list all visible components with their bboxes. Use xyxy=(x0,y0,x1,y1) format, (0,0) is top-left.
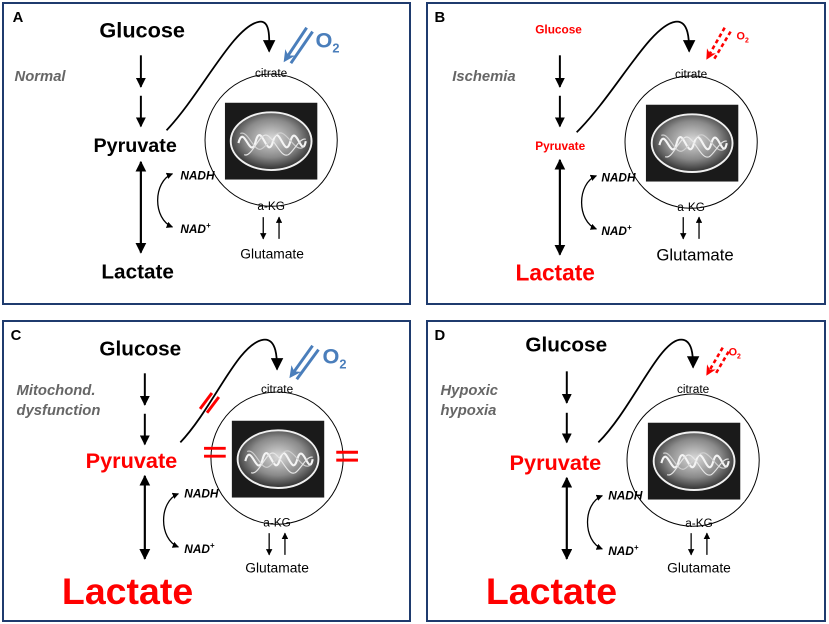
pyruvate-label: Pyruvate xyxy=(535,139,585,153)
block-symbol-transport-2 xyxy=(205,396,221,414)
panel-letter: D xyxy=(435,328,446,344)
tca-cycle-circle xyxy=(626,393,760,527)
o2-text: O xyxy=(322,343,339,368)
pyruvate-citrate-arrow xyxy=(165,20,276,131)
panel-c-diagram: C Mitochond. dysfunction Glucose Pyruvat… xyxy=(11,328,358,612)
block-symbol-transport xyxy=(198,392,214,410)
panel-d-diagram: D Hypoxic hypoxia Glucose Pyruvate Lacta… xyxy=(435,328,760,612)
o2-arrow-line-1 xyxy=(713,350,730,376)
citrate-label: citrate xyxy=(675,67,708,81)
lactate-label: Lactate xyxy=(101,260,174,283)
panel-b: B Ischemia Glucose Pyruvate Lactate NADH… xyxy=(426,2,826,305)
nadh-cycle-arrow xyxy=(581,174,597,230)
o2-label: O2 xyxy=(316,27,340,55)
mitochondrion-image xyxy=(223,102,319,180)
o2-subscript: 2 xyxy=(339,356,346,371)
panel-letter: B xyxy=(435,10,446,26)
nad-superscript: + xyxy=(627,223,632,232)
o2-subscript: 2 xyxy=(745,37,749,44)
nad-text: NAD xyxy=(180,222,206,236)
glucose-label: Glucose xyxy=(99,18,185,43)
glucose-label: Glucose xyxy=(99,338,181,361)
nad-superscript: + xyxy=(634,543,639,552)
o2-arrow xyxy=(283,26,308,63)
nad-label: NAD+ xyxy=(180,221,211,236)
condition-label-line-2: dysfunction xyxy=(17,403,101,419)
o2-arrow-line-1 xyxy=(711,30,732,62)
tca-cycle-circle xyxy=(210,391,344,525)
lactate-label: Lactate xyxy=(486,570,617,612)
nadh-cycle-arrow xyxy=(157,172,174,228)
nad-label: NAD+ xyxy=(608,543,639,558)
akg-label: a-KG xyxy=(257,199,285,213)
nad-superscript: + xyxy=(210,541,215,550)
o2-text: O xyxy=(316,27,333,52)
o2-text: O xyxy=(737,31,745,43)
nad-text: NAD xyxy=(608,544,634,558)
pyruvate-citrate-arrow xyxy=(576,20,696,133)
o2-text: O xyxy=(729,347,737,359)
glutamate-label: Glutamate xyxy=(667,560,731,576)
pyruvate-citrate-arrow xyxy=(597,338,700,444)
pyruvate-label: Pyruvate xyxy=(94,135,177,157)
citrate-label: citrate xyxy=(677,382,710,396)
glutamate-label: Glutamate xyxy=(240,246,304,262)
nadh-label: NADH xyxy=(180,169,215,183)
condition-label: Normal xyxy=(15,69,67,85)
citrate-label: citrate xyxy=(255,66,288,80)
nadh-label: NADH xyxy=(601,171,636,185)
o2-label: O2 xyxy=(729,347,741,361)
lactate-label: Lactate xyxy=(515,259,594,285)
mitochondrion-image xyxy=(644,104,740,182)
panel-a-diagram: A Normal Glucose Pyruvate Lactate NADH N… xyxy=(13,10,340,284)
panel-d: D Hypoxic hypoxia Glucose Pyruvate Lacta… xyxy=(426,320,826,622)
nadh-cycle-arrow xyxy=(163,492,179,548)
o2-subscript: 2 xyxy=(332,40,339,55)
condition-label-line-1: Mitochond. xyxy=(17,383,96,399)
o2-arrow xyxy=(706,27,726,60)
panel-letter: C xyxy=(11,328,22,344)
o2-label: O2 xyxy=(737,31,749,45)
panel-letter: A xyxy=(13,10,24,26)
o2-subscript: 2 xyxy=(737,354,741,361)
pyruvate-citrate-arrow xyxy=(179,338,284,443)
pyruvate-label: Pyruvate xyxy=(86,448,178,473)
nadh-cycle-arrow xyxy=(587,494,603,550)
glucose-label: Glucose xyxy=(535,23,582,37)
akg-label: a-KG xyxy=(685,516,713,530)
tca-cycle-circle xyxy=(204,73,338,207)
akg-label: a-KG xyxy=(677,200,705,214)
nad-text: NAD xyxy=(184,542,210,556)
o2-arrow xyxy=(706,347,724,376)
nad-superscript: + xyxy=(206,221,211,230)
akg-label: a-KG xyxy=(263,515,291,529)
glutamate-label: Glutamate xyxy=(656,246,733,265)
panel-c: C Mitochond. dysfunction Glucose Pyruvat… xyxy=(2,320,411,622)
nad-text: NAD xyxy=(601,224,627,238)
o2-label: O2 xyxy=(322,343,346,371)
panel-a: A Normal Glucose Pyruvate Lactate NADH N… xyxy=(2,2,411,305)
panel-b-diagram: B Ischemia Glucose Pyruvate Lactate NADH… xyxy=(435,10,758,285)
citrate-label: citrate xyxy=(261,382,294,396)
condition-label-line-1: Hypoxic xyxy=(440,383,498,399)
mitochondrion-image xyxy=(230,420,326,498)
glucose-label: Glucose xyxy=(525,334,607,357)
nadh-label: NADH xyxy=(184,487,219,501)
condition-label-line-2: hypoxia xyxy=(440,403,496,419)
glutamate-label: Glutamate xyxy=(245,560,309,576)
nadh-label: NADH xyxy=(608,489,643,503)
pyruvate-label: Pyruvate xyxy=(510,450,602,475)
tca-cycle-circle xyxy=(624,75,758,209)
nad-label: NAD+ xyxy=(184,541,215,556)
condition-label: Ischemia xyxy=(452,69,515,85)
nad-label: NAD+ xyxy=(601,223,632,238)
lactate-label: Lactate xyxy=(62,570,193,612)
mitochondrion-image xyxy=(646,422,742,500)
o2-arrow xyxy=(289,344,314,379)
